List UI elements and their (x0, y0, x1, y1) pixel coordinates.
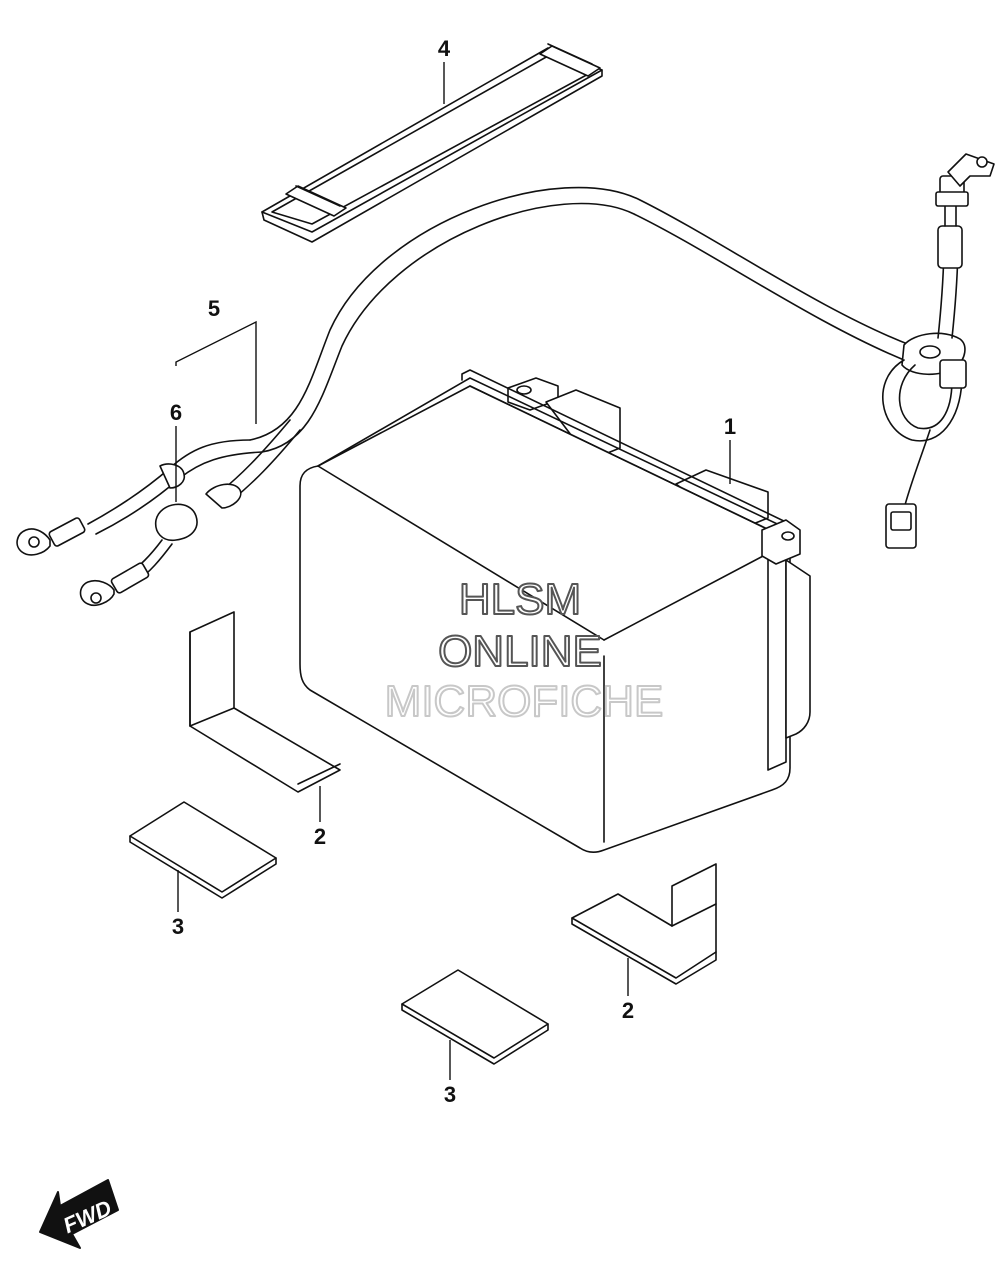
watermark-line-3: MICROFICHE (385, 677, 664, 726)
callout-2-left: 2 (314, 824, 326, 849)
callout-6: 6 (170, 400, 182, 425)
callout-3-left: 3 (172, 914, 184, 939)
fwd-arrow-icon (39, 1179, 119, 1249)
callout-labels: 4 1 5 6 2 3 2 3 (170, 36, 736, 1107)
callout-4: 4 (438, 36, 451, 61)
callout-1: 1 (724, 414, 736, 439)
watermark-line-1: HLSM (459, 575, 581, 624)
callout-5: 5 (208, 296, 220, 321)
callout-2-right: 2 (622, 998, 634, 1023)
angle-pad-part-left (189, 611, 341, 793)
control-box-part (299, 369, 811, 853)
wire-harness (16, 153, 995, 607)
flat-pad-part-left (129, 801, 277, 899)
battery-strap-part (261, 43, 603, 243)
watermark-line-2: ONLINE (438, 627, 602, 676)
watermark: HLSM ONLINE MICROFICHE (384, 574, 665, 727)
flat-pad-part-right (401, 969, 549, 1065)
leader-lines (175, 62, 731, 1080)
callout-3-right: 3 (444, 1082, 456, 1107)
angle-pad-part-right (571, 863, 717, 985)
fwd-arrow: FWD (39, 1179, 119, 1249)
